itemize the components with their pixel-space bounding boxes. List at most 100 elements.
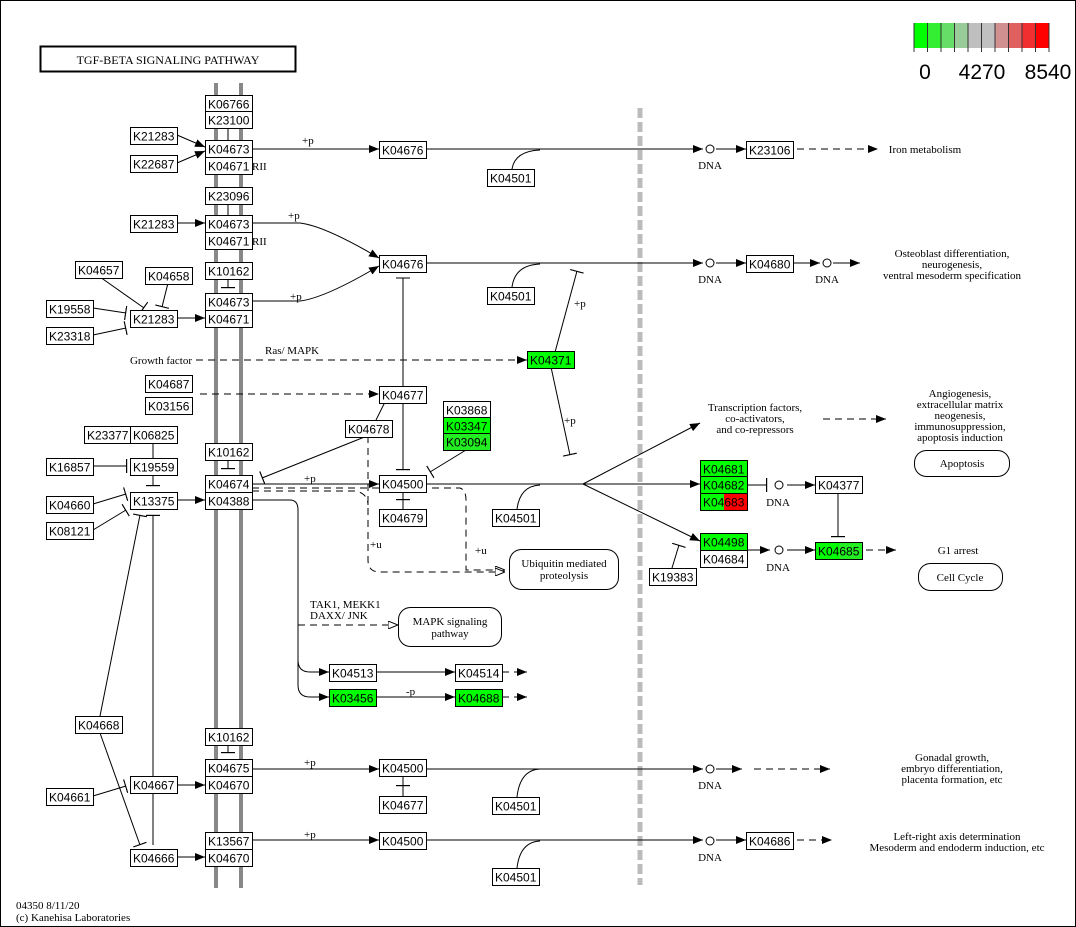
gene-node-k04500[interactable]: K04500 <box>379 759 427 777</box>
phosphorylation-label: +p <box>290 291 302 303</box>
gene-node-k04377[interactable]: K04377 <box>815 476 863 494</box>
gene-node-k04501[interactable]: K04501 <box>492 797 540 815</box>
gene-label: K21283 <box>133 313 175 327</box>
gene-node-k04500[interactable]: K04500 <box>379 832 427 850</box>
gene-node-k04657[interactable]: K04657 <box>75 261 123 279</box>
map-apoptosis[interactable]: Apoptosis <box>914 450 1010 477</box>
outcome-angiogenesis: Angiogenesis, <box>929 388 992 400</box>
gene-node-k04676[interactable]: K04676 <box>379 255 427 273</box>
gene-node-k21283[interactable]: K21283 <box>130 127 178 145</box>
gene-node-k21283[interactable]: K21283 <box>130 215 178 233</box>
gene-node-k04671[interactable]: K04671 <box>205 310 253 328</box>
gene-node-k04681[interactable]: K04681 <box>700 460 748 478</box>
growth-factor-label: Growth factor <box>130 355 192 367</box>
gene-node-k04675[interactable]: K04675 <box>205 759 253 777</box>
gene-node-k04679[interactable]: K04679 <box>379 509 427 527</box>
gene-node-k04671[interactable]: K04671 <box>205 157 253 175</box>
gene-node-k04676[interactable]: K04676 <box>379 141 427 159</box>
gene-label: K04513 <box>332 667 374 681</box>
gene-label: K04681 <box>703 463 745 477</box>
gene-node-k04666[interactable]: K04666 <box>130 849 178 867</box>
gene-node-k03868[interactable]: K03868 <box>443 401 491 419</box>
gene-node-k23100[interactable]: K23100 <box>205 111 253 129</box>
gene-node-k03094[interactable]: K03094 <box>443 433 491 451</box>
gene-node-k04514[interactable]: K04514 <box>455 664 503 682</box>
gene-node-k06825[interactable]: K06825 <box>130 426 178 444</box>
gene-label: K23096 <box>208 190 250 204</box>
gene-node-k04686[interactable]: K04686 <box>746 832 794 850</box>
gene-node-k13567[interactable]: K13567 <box>205 832 253 850</box>
gene-node-k04671[interactable]: K04671 <box>205 232 253 250</box>
gene-node-k23377[interactable]: K23377 <box>84 426 132 444</box>
gene-label: K04677 <box>382 799 424 813</box>
outcome-left-right-axis: Mesoderm and endoderm induction, etc <box>869 842 1044 854</box>
gene-node-k04658[interactable]: K04658 <box>145 267 193 285</box>
gene-node-k10162[interactable]: K10162 <box>205 443 253 461</box>
gene-node-k04670[interactable]: K04670 <box>205 776 253 794</box>
map-cell-cycle[interactable]: Cell Cycle <box>918 563 1003 591</box>
gene-label: K04658 <box>148 270 190 284</box>
gene-node-k04688[interactable]: K04688 <box>455 689 503 707</box>
gene-node-k04687[interactable]: K04687 <box>145 375 193 393</box>
gene-node-k04683[interactable]: K04683 <box>700 493 748 511</box>
gene-label: K22687 <box>133 158 175 172</box>
gene-node-k23318[interactable]: K23318 <box>46 327 94 345</box>
transcription-factors-label: and co-repressors <box>716 424 793 436</box>
gene-node-k04677[interactable]: K04677 <box>379 386 427 404</box>
gene-node-k04668[interactable]: K04668 <box>75 716 123 734</box>
gene-node-k04685[interactable]: K04685 <box>815 542 863 560</box>
gene-node-k04667[interactable]: K04667 <box>130 776 178 794</box>
gene-node-k04670[interactable]: K04670 <box>205 849 253 867</box>
map-ubiquitin-mediated-proteolysis[interactable]: Ubiquitin mediated proteolysis <box>509 549 619 590</box>
gene-node-k04500[interactable]: K04500 <box>379 475 427 493</box>
gene-node-k06766[interactable]: K06766 <box>205 95 253 113</box>
gene-node-k04513[interactable]: K04513 <box>329 664 377 682</box>
gene-node-k04674[interactable]: K04674 <box>205 475 253 493</box>
gene-label: K13567 <box>208 835 250 849</box>
gene-node-k03347[interactable]: K03347 <box>443 417 491 435</box>
gene-node-k19383[interactable]: K19383 <box>649 568 697 586</box>
gene-node-k04677[interactable]: K04677 <box>379 796 427 814</box>
gene-node-k04371[interactable]: K04371 <box>527 351 575 369</box>
gene-label: K04660 <box>49 499 91 513</box>
gene-label: K04666 <box>133 852 175 866</box>
gene-node-k04501[interactable]: K04501 <box>492 868 540 886</box>
receptor-suffix: RII <box>252 161 267 173</box>
map-mapk-signaling-pathway[interactable]: MAPK signaling pathway <box>398 607 502 647</box>
gene-node-k19558[interactable]: K19558 <box>46 300 94 318</box>
legend-swatch <box>954 23 968 48</box>
gene-node-k13375[interactable]: K13375 <box>130 492 178 510</box>
gene-node-k03456[interactable]: K03456 <box>329 689 377 707</box>
gene-node-k10162[interactable]: K10162 <box>205 728 253 746</box>
gene-node-k23106[interactable]: K23106 <box>746 141 794 159</box>
gene-node-k19559[interactable]: K19559 <box>130 458 178 476</box>
gene-node-k04678[interactable]: K04678 <box>345 420 393 438</box>
gene-node-k04501[interactable]: K04501 <box>487 287 535 305</box>
gene-node-k04661[interactable]: K04661 <box>46 788 94 806</box>
gene-label: K08121 <box>49 525 91 539</box>
gene-node-k04498[interactable]: K04498 <box>700 533 748 551</box>
gene-node-k08121[interactable]: K08121 <box>46 522 94 540</box>
gene-node-k22687[interactable]: K22687 <box>130 155 178 173</box>
gene-node-k04680[interactable]: K04680 <box>746 255 794 273</box>
gene-label: K21283 <box>133 130 175 144</box>
gene-label: K04668 <box>78 719 120 733</box>
gene-node-k04682[interactable]: K04682 <box>700 476 748 494</box>
gene-node-k04388[interactable]: K04388 <box>205 492 253 510</box>
gene-node-k10162[interactable]: K10162 <box>205 262 253 280</box>
gene-label: K04685 <box>818 545 860 559</box>
edges <box>92 128 896 869</box>
gene-node-k04673[interactable]: K04673 <box>205 140 253 158</box>
gene-node-k04684[interactable]: K04684 <box>700 550 748 568</box>
gene-node-k16857[interactable]: K16857 <box>46 458 94 476</box>
gene-label: K04498 <box>703 536 745 550</box>
gene-node-k23096[interactable]: K23096 <box>205 187 253 205</box>
gene-node-k21283[interactable]: K21283 <box>130 310 178 328</box>
gene-node-k04660[interactable]: K04660 <box>46 496 94 514</box>
gene-node-k03156[interactable]: K03156 <box>145 397 193 415</box>
gene-node-k04673[interactable]: K04673 <box>205 215 253 233</box>
gene-node-k04673[interactable]: K04673 <box>205 293 253 311</box>
gene-node-k04501[interactable]: K04501 <box>487 169 535 187</box>
legend-label: 0 <box>919 61 931 84</box>
gene-node-k04501[interactable]: K04501 <box>492 509 540 527</box>
